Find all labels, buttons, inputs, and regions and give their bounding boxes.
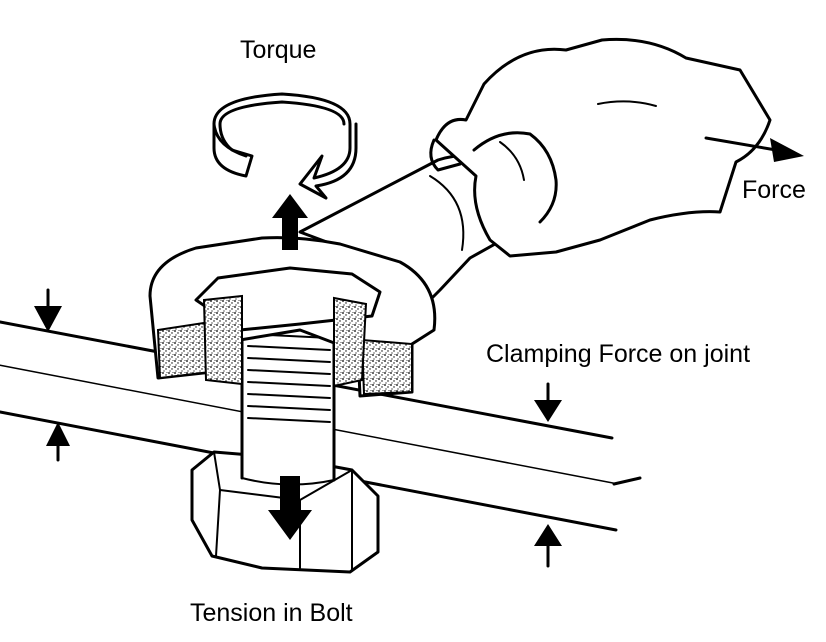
down-up-arrow-icons [34, 288, 562, 568]
tension-label: Tension in Bolt [190, 599, 353, 627]
force-label: Force [742, 176, 806, 204]
hand [429, 37, 772, 258]
down-arrow-icon [268, 476, 312, 540]
up-arrow-icon [272, 194, 308, 250]
right-arrow-icon [704, 136, 804, 162]
circular-arrow-icon [212, 92, 358, 200]
torque-label: Torque [240, 36, 317, 64]
clamping-force-label: Clamping Force on joint [486, 340, 751, 368]
